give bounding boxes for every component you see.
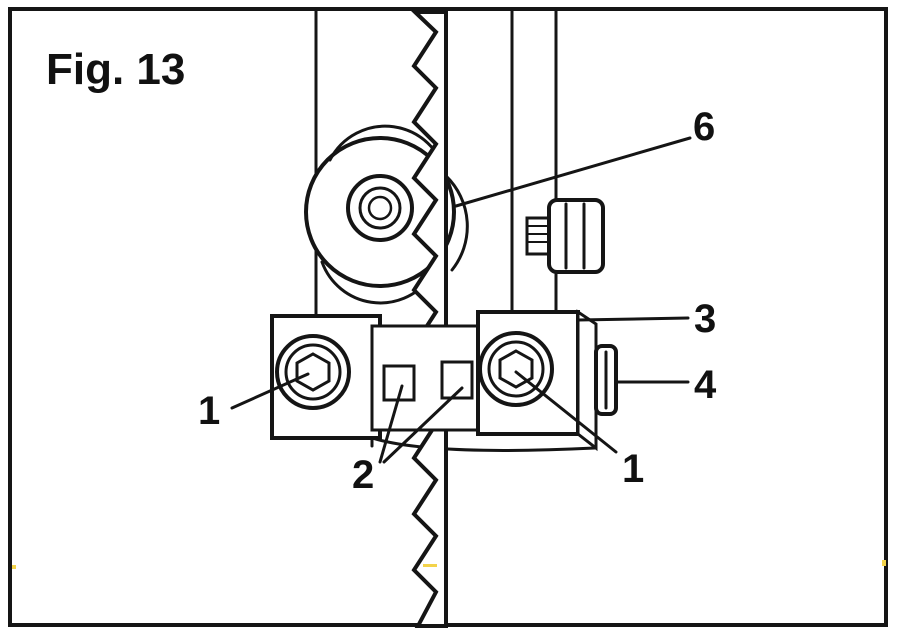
callout-2: 2: [352, 453, 374, 497]
figure-title: Fig. 13: [46, 45, 185, 94]
callout-3: 3: [694, 297, 716, 341]
leader-lines: [230, 136, 692, 464]
right-guide-block: [476, 309, 598, 452]
callout-1-left: 1: [198, 389, 220, 433]
callout-4: 4: [694, 363, 717, 407]
scan-specks: [12, 560, 886, 569]
side-screw: [594, 344, 618, 416]
callout-1-right: 1: [622, 447, 644, 491]
adjusting-nut: [525, 198, 605, 274]
guide-pins: [370, 324, 484, 432]
left-guide-block: [270, 314, 382, 440]
callout-6: 6: [693, 105, 715, 149]
